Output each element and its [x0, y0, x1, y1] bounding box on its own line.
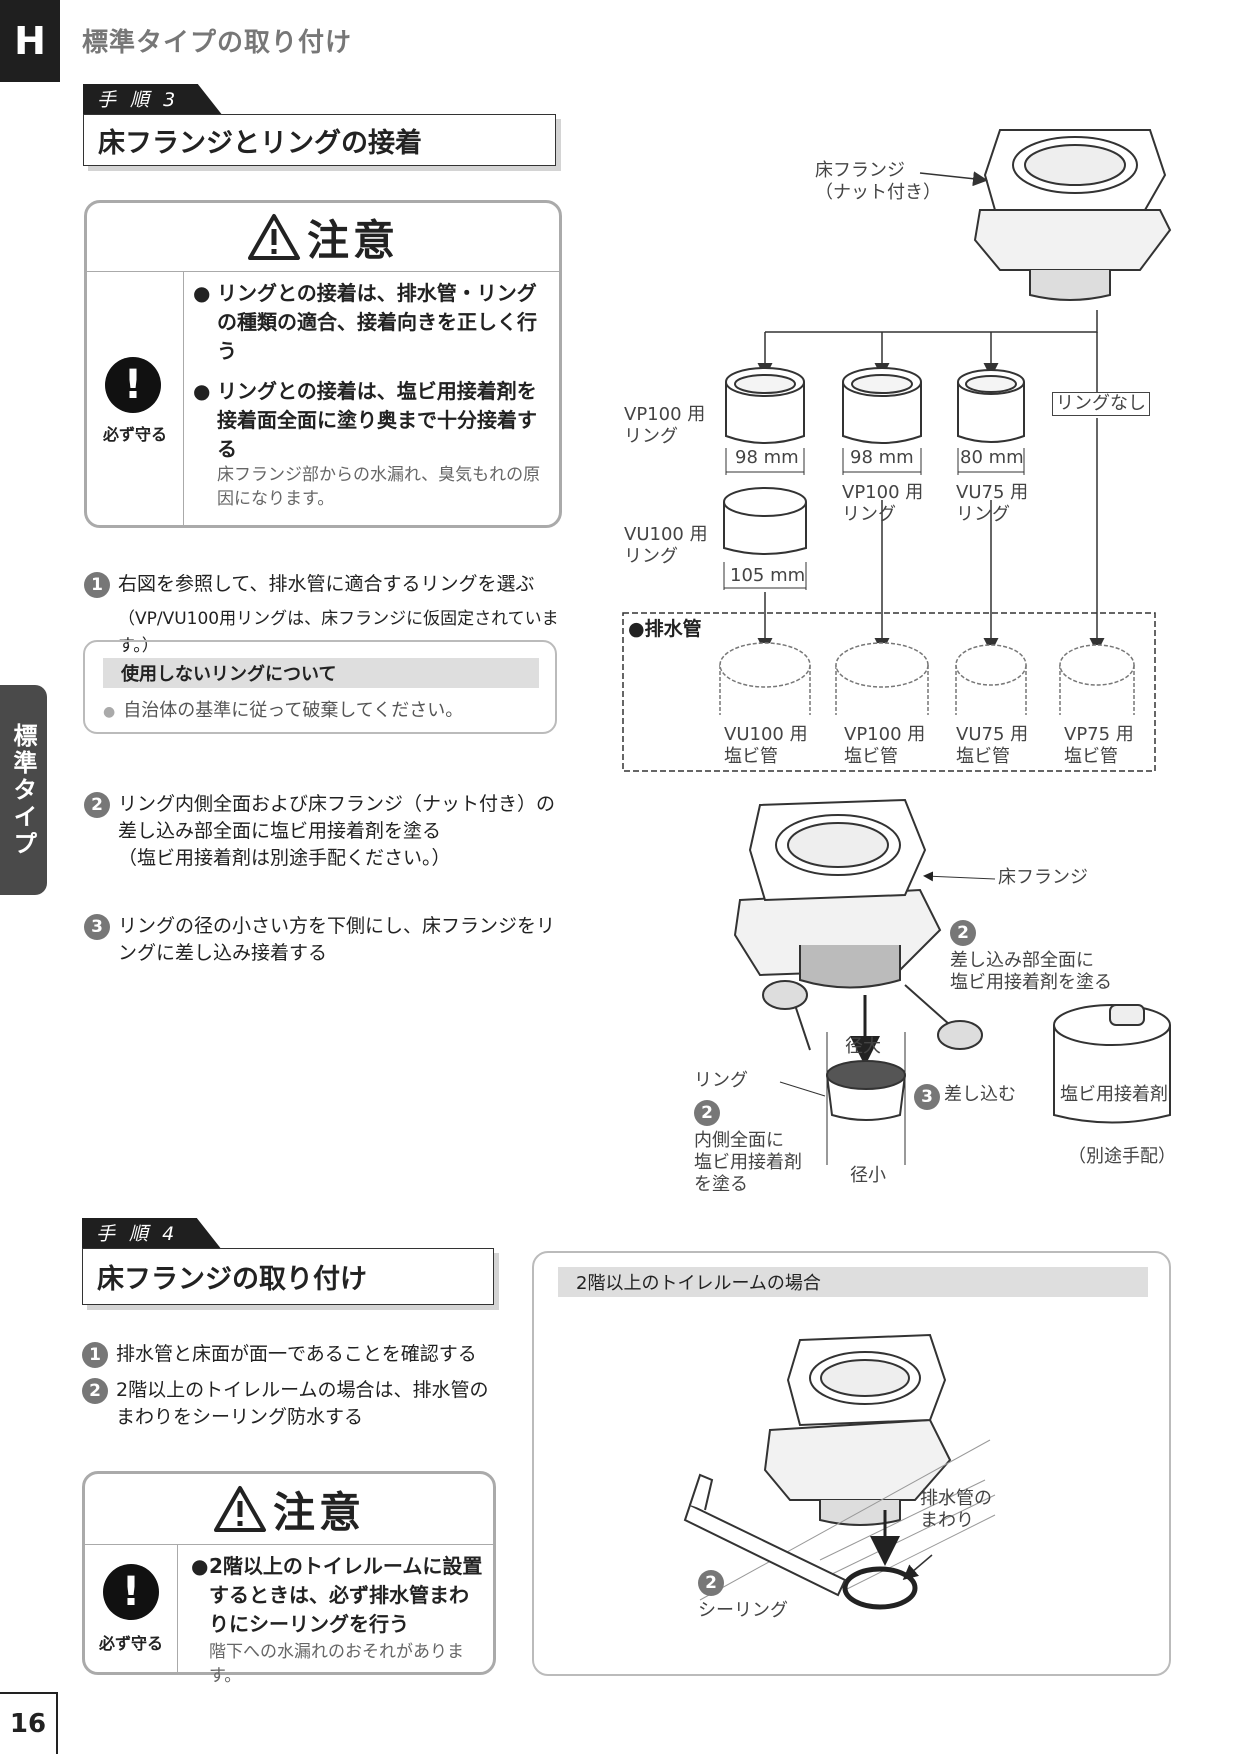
sealing-ring	[842, 1566, 918, 1610]
ring-size-98-1: 98 mm	[735, 447, 799, 468]
must-label-step4: 必ず守る	[98, 1634, 163, 1653]
must-label: 必ず守る	[102, 425, 167, 444]
caution-note-step4: 階下への水漏れのおそれがあります。	[209, 1642, 464, 1686]
step4-number-2: 2	[82, 1378, 108, 1404]
caution-side: ! 必ず守る	[87, 271, 184, 525]
page-title: 標準タイプの取り付け	[82, 28, 353, 58]
ring-size-80: 80 mm	[960, 447, 1024, 468]
unused-ring-box: 使用しないリングについて ●自治体の基準に従って破棄してください。	[83, 640, 557, 734]
ring-label-vp100-left: VP100 用 リング	[624, 404, 706, 447]
assembly-step2-ring-text: 内側全面に 塩ビ用接着剤 を塗る	[694, 1130, 802, 1195]
exclamation-icon: !	[103, 1564, 159, 1620]
assembly-step2-flange-num: 2	[950, 920, 976, 946]
ring-shapes	[723, 367, 1025, 555]
side-tab: 標準タイプ	[0, 685, 47, 895]
assembly-flange-label: 床フランジ	[998, 867, 1088, 888]
pipe-label-vp75: VP75 用 塩ビ管	[1064, 724, 1134, 767]
dimension-lines	[723, 448, 1025, 590]
unused-ring-text: ●自治体の基準に従って破棄してください。	[103, 700, 464, 721]
step4-tag: 手 順 4	[82, 1218, 222, 1250]
step3-item-1: 右図を参照して、排水管に適合するリングを選ぶ	[118, 573, 535, 595]
adhesive-can	[1053, 1004, 1171, 1124]
caution-bullet-2: ●リングとの接着は、塩ビ用接着剤を接着面全面に塗り奥まで十分接着する	[193, 379, 537, 461]
ring-selection-diagram	[622, 129, 1172, 772]
step3-tag: 手 順 3	[83, 84, 223, 116]
warning-icon	[247, 214, 300, 260]
pipe-label-vp100: VP100 用 塩ビ管	[844, 724, 926, 767]
warning-icon	[213, 1486, 266, 1532]
ring-label-vu100: VU100 用 リング	[624, 524, 708, 567]
sealing-flange-drawing	[763, 1333, 952, 1526]
exclamation-icon: !	[105, 357, 161, 413]
assembly-step2-flange-text: 差し込み部全面に 塩ビ用接着剤を塗る	[950, 950, 1112, 993]
step-number-1: 1	[84, 572, 110, 598]
step-number-3: 3	[84, 914, 110, 940]
adhesive-note: （別途手配）	[1068, 1146, 1176, 1167]
step3-item-2-sub: （塩ビ用接着剤は別途手配ください。）	[118, 847, 451, 869]
assembly-step3-num: 3	[914, 1084, 940, 1110]
caution-side-step4: ! 必ず守る	[85, 1544, 178, 1672]
clamp-handles	[762, 980, 983, 1051]
caution-note: 床フランジ部からの水漏れ、臭気もれの原因になります。	[217, 465, 541, 509]
pipe-box	[622, 612, 1156, 772]
step3-title: 床フランジとリングの接着	[83, 114, 556, 166]
pipe-label-vu100: VU100 用 塩ビ管	[724, 724, 808, 767]
ring-label: リング	[694, 1070, 748, 1091]
assembly-diagram	[733, 798, 1171, 1165]
floor-hatch	[699, 1439, 996, 1601]
pipe-shapes	[719, 642, 1135, 715]
step4-item-2: 2階以上のトイレルームの場合は、排水管のまわりをシーリング防水する	[116, 1379, 489, 1428]
ring-size-98-2: 98 mm	[850, 447, 914, 468]
second-floor-title: 2階以上のトイレルームの場合	[558, 1267, 1148, 1297]
step3-item-3: リングの径の小さい方を下側にし、床フランジをリングに差し込み接着する	[118, 915, 556, 964]
caution-bullet-1: ●リングとの接着は、排水管・リングの種類の適合、接着向きを正しく行う	[193, 281, 537, 363]
ring-label-vp100: VP100 用 リング	[842, 482, 924, 525]
floor-flange-drawing	[973, 129, 1172, 301]
caution-heading: 注意	[87, 203, 559, 272]
no-ring-label: リングなし	[1052, 392, 1150, 416]
pipe-label-vu75: VU75 用 塩ビ管	[956, 724, 1029, 767]
page-number: 16	[0, 1692, 58, 1754]
unused-ring-title: 使用しないリングについて	[103, 658, 539, 688]
assembly-ring	[826, 1060, 906, 1121]
ring-label-vu75: VU75 用 リング	[956, 482, 1029, 525]
step-number-2: 2	[84, 792, 110, 818]
step4-number-1: 1	[82, 1342, 108, 1368]
step4-item-1: 排水管と床面が面一であることを確認する	[116, 1343, 477, 1365]
pipe-title: ●排水管	[628, 618, 702, 640]
caution-box-step4: 注意 ! 必ず守る ●2階以上のトイレルームに設置するときは、必ず排水管まわりに…	[82, 1471, 496, 1686]
small-diameter-label: 径小	[850, 1165, 886, 1186]
step3-item-2: リング内側全面および床フランジ（ナット付き）の差し込み部全面に塩ビ用接着剤を塗る	[118, 793, 556, 842]
assembly-step2-ring-num: 2	[694, 1100, 720, 1126]
step4-title: 床フランジの取り付け	[82, 1248, 494, 1305]
caution-heading-step4: 注意	[85, 1474, 493, 1545]
sealing-diagram	[683, 1333, 996, 1610]
pipe-around-label: 排水管の まわり	[920, 1488, 992, 1531]
caution-bullet-step4: ●2階以上のトイレルームに設置するときは、必ず排水管まわりにシーリングを行う	[191, 1554, 483, 1636]
sealing-num: 2	[698, 1570, 724, 1596]
caulking-gun	[683, 1473, 847, 1597]
assembly-flange-drawing	[733, 798, 942, 989]
second-floor-panel: 2階以上のトイレルームの場合	[532, 1251, 1171, 1676]
section-badge: H	[0, 0, 60, 82]
caution-box: 注意 ! 必ず守る ●リングとの接着は、排水管・リングの種類の適合、接着向きを正…	[84, 200, 562, 528]
adhesive-can-label: 塩ビ用接着剤	[1060, 1084, 1168, 1105]
big-diameter-label: 径大	[845, 1036, 881, 1057]
insert-label: 差し込む	[944, 1084, 1016, 1105]
ring-size-105: 105 mm	[730, 565, 806, 586]
sealing-label: シーリング	[698, 1600, 788, 1621]
flange-label: 床フランジ （ナット付き）	[815, 160, 941, 203]
